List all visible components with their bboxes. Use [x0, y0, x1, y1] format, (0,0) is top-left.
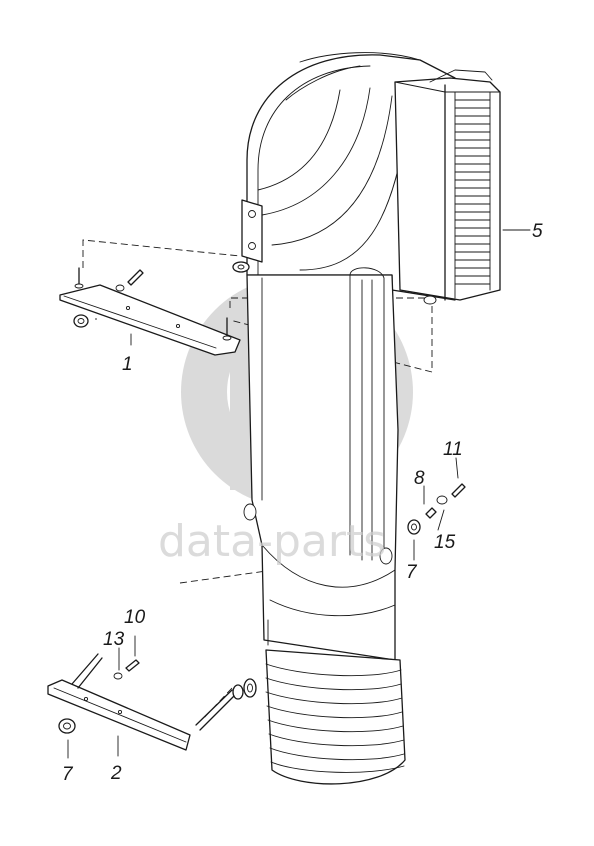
callout-part-11: 11: [443, 439, 463, 460]
filter-housing: [394, 69, 501, 305]
callout-part-7-lower: 7: [62, 764, 74, 785]
vertical-duct-body: [243, 267, 399, 661]
callout-part-15: 15: [434, 532, 456, 553]
callout-part-10: 10: [124, 607, 146, 628]
bracket-part-1: [59, 267, 241, 356]
corrugated-bellows: [265, 649, 406, 785]
callout-part-5: 5: [532, 221, 543, 242]
callout-part-13: 13: [103, 629, 125, 650]
callout-labels: 1 2 5 7 7 8 10 11 13 15: [62, 221, 543, 785]
callout-part-7-right: 7: [406, 562, 418, 583]
callout-part-8: 8: [414, 468, 425, 489]
callout-part-2: 2: [110, 763, 122, 784]
callout-leaders: [67, 229, 531, 759]
filter-grille: [454, 91, 491, 299]
watermark-text: data-parts: [158, 516, 386, 567]
bracket-part-2: [47, 653, 257, 751]
fasteners-right: [407, 483, 466, 535]
callout-part-1: 1: [122, 354, 133, 375]
